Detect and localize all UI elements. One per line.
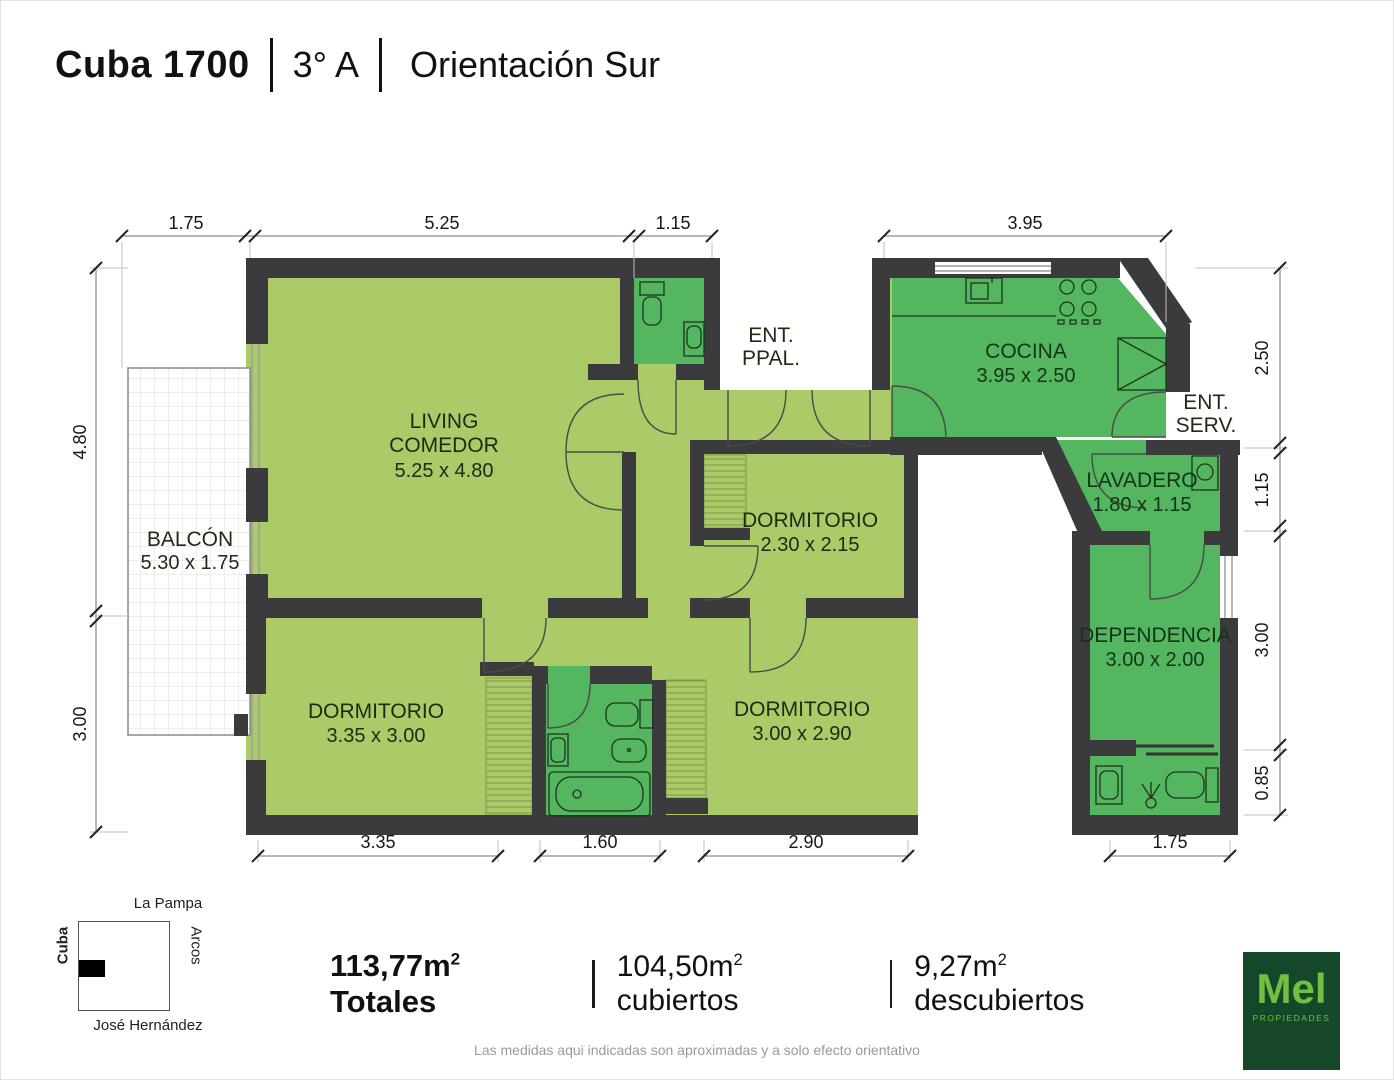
bedroom-middle-label: DORMITORIO <box>742 509 878 532</box>
map-block <box>78 921 170 1011</box>
living-label: LIVING <box>410 410 479 433</box>
totals-divider <box>592 960 595 1008</box>
location-map: La Pampa Cuba Arcos José Hernández <box>50 895 280 1055</box>
covered-area: 104,50m2 cubiertos <box>616 950 743 1017</box>
dimension-labels: 1.75 5.25 1.15 3.95 4.80 3.00 2.50 1.15 … <box>70 213 1272 852</box>
logo-name: Mel <box>1256 965 1327 1012</box>
dim-right-2: 1.15 <box>1252 472 1272 507</box>
bedroom-right-label: DORMITORIO <box>734 698 870 721</box>
doors <box>483 379 1218 756</box>
dim-kitchen-width: 3.95 <box>1007 213 1042 233</box>
dim-bottom-1: 3.35 <box>360 832 395 852</box>
page-title: Cuba 1700 <box>55 43 250 86</box>
unit-label: 3° A <box>292 44 360 85</box>
kitchen-size: 3.95 x 2.50 <box>977 365 1076 387</box>
main-entrance-label-2: PPAL. <box>742 347 800 370</box>
service-entrance-label-2: SERV. <box>1176 414 1237 437</box>
room-labels: LIVING COMEDOR 5.25 x 4.80 BALCÓN 5.30 x… <box>141 324 1237 747</box>
bedroom-middle-size: 2.30 x 2.15 <box>761 534 860 556</box>
dim-bottom-3: 2.90 <box>788 832 823 852</box>
kitchen-fixtures <box>892 276 1167 391</box>
map-lot-marker <box>79 960 105 977</box>
dimension-lines <box>89 229 1288 863</box>
bedroom-right-size: 3.00 x 2.90 <box>753 723 852 745</box>
street-arcos: Arcos <box>187 926 205 965</box>
dim-left-lower: 3.00 <box>70 706 90 741</box>
bedroom-left-label: DORMITORIO <box>308 700 444 723</box>
orientation-label: Orientación Sur <box>410 44 661 85</box>
service-entrance-label: ENT. <box>1183 391 1229 414</box>
agency-logo: Mel PROPIEDADES <box>1243 952 1340 1070</box>
disclaimer-text: Las medidas aqui indicadas son aproximad… <box>474 1042 920 1058</box>
dim-right-1: 2.50 <box>1252 340 1272 375</box>
laundry-label: LAVADERO <box>1086 469 1197 492</box>
balcony-size: 5.30 x 1.75 <box>141 552 240 574</box>
street-jose-hernandez: José Hernández <box>93 1017 203 1034</box>
totals-divider <box>889 960 893 1008</box>
uncovered-area: 9,27m2 descubiertos <box>914 950 1085 1017</box>
balcony-label: BALCÓN <box>147 528 233 551</box>
area-totals: 113,77m2 Totales 104,50m2 cubiertos 9,27… <box>330 948 1180 1020</box>
kitchen-label: COCINA <box>985 340 1067 363</box>
street-cuba: Cuba <box>54 926 72 965</box>
dim-bottom-2: 1.60 <box>582 832 617 852</box>
dim-right-3: 3.00 <box>1252 622 1272 657</box>
logo-subtitle: PROPIEDADES <box>1252 1013 1331 1023</box>
street-la-pampa: La Pampa <box>133 895 203 912</box>
dim-left-upper: 4.80 <box>70 424 90 459</box>
laundry-fixtures <box>1191 455 1219 491</box>
dim-bath-width: 1.15 <box>655 213 690 233</box>
main-entrance-label: ENT. <box>748 324 794 347</box>
dim-bottom-4: 1.75 <box>1152 832 1187 852</box>
dim-living-width: 5.25 <box>424 213 459 233</box>
balcony <box>127 367 251 736</box>
windows <box>251 262 1238 760</box>
bathroom-fixtures-top <box>639 281 705 357</box>
living-size: 5.25 x 4.80 <box>395 460 494 482</box>
dependencia-label: DEPENDENCIA <box>1079 624 1231 647</box>
title-divider <box>269 38 273 92</box>
dim-balcony-width: 1.75 <box>168 213 203 233</box>
dim-right-4: 0.85 <box>1252 765 1272 800</box>
total-area: 113,77m2 Totales <box>330 948 461 1019</box>
dependencia-size: 3.00 x 2.00 <box>1106 649 1205 671</box>
bathroom-fixtures-middle <box>547 699 654 817</box>
header: Cuba 1700 3° A Orientación Sur <box>55 38 660 92</box>
bathroom-fixtures-service <box>1095 765 1219 809</box>
bedroom-left-size: 3.35 x 3.00 <box>327 725 426 747</box>
title-divider <box>379 38 383 92</box>
laundry-size: 1.80 x 1.15 <box>1093 494 1192 516</box>
walls <box>234 258 1240 835</box>
living-label-2: COMEDOR <box>389 434 499 457</box>
